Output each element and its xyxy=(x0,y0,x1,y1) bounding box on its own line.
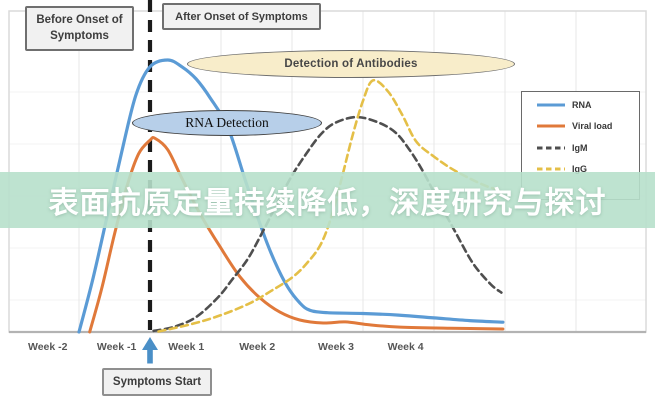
legend-swatch xyxy=(537,103,565,107)
rna-detection-ellipse: RNA Detection xyxy=(132,110,322,136)
after-onset-box: After Onset of Symptoms xyxy=(162,3,321,30)
x-axis-labels: Week -2 Week -1 Week 1 Week 2 Week 3 Week 4 xyxy=(0,341,655,355)
headline-text: 表面抗原定量持续降低，深度研究与探讨 xyxy=(48,187,607,220)
antibodies-detection-ellipse: Detection of Antibodies xyxy=(187,50,515,78)
legend-item-igm: IgM xyxy=(522,137,639,159)
legend-item-rna: RNA xyxy=(522,94,639,116)
series-line-igg xyxy=(157,78,503,333)
symptoms-start-box: Symptoms Start xyxy=(102,368,212,396)
before-onset-label-line2: Symptoms xyxy=(50,29,109,42)
x-tick-label: Week 2 xyxy=(239,341,276,353)
rna-detection-label: RNA Detection xyxy=(185,115,269,130)
symptom-onset-arrow-icon xyxy=(142,337,158,364)
legend-label: RNA xyxy=(572,99,592,110)
x-tick-label: Week 1 xyxy=(168,341,205,353)
before-onset-label-line1: Before Onset of xyxy=(36,13,123,26)
legend-swatch xyxy=(537,124,565,128)
legend-label: Viral load xyxy=(572,121,613,132)
x-tick-label: Week 3 xyxy=(318,341,355,353)
legend-item-igg: IgG xyxy=(522,159,639,181)
legend-label: IgM xyxy=(572,142,588,153)
legend-swatch xyxy=(537,167,565,171)
x-tick-label: Week -2 xyxy=(28,341,68,353)
legend-swatch xyxy=(537,146,565,150)
antibodies-detection-label: Detection of Antibodies xyxy=(284,58,418,70)
x-tick-label: Week -1 xyxy=(96,341,137,353)
legend-label: IgG xyxy=(572,164,587,175)
after-onset-label: After Onset of Symptoms xyxy=(175,10,308,23)
symptoms-start-label: Symptoms Start xyxy=(112,376,202,388)
legend-item-viral-load: Viral load xyxy=(522,116,639,138)
before-onset-box: Before Onset of Symptoms xyxy=(25,6,134,51)
x-tick-label: Week 4 xyxy=(387,341,424,353)
headline-banner: 表面抗原定量持续降低，深度研究与探讨 xyxy=(0,172,655,228)
